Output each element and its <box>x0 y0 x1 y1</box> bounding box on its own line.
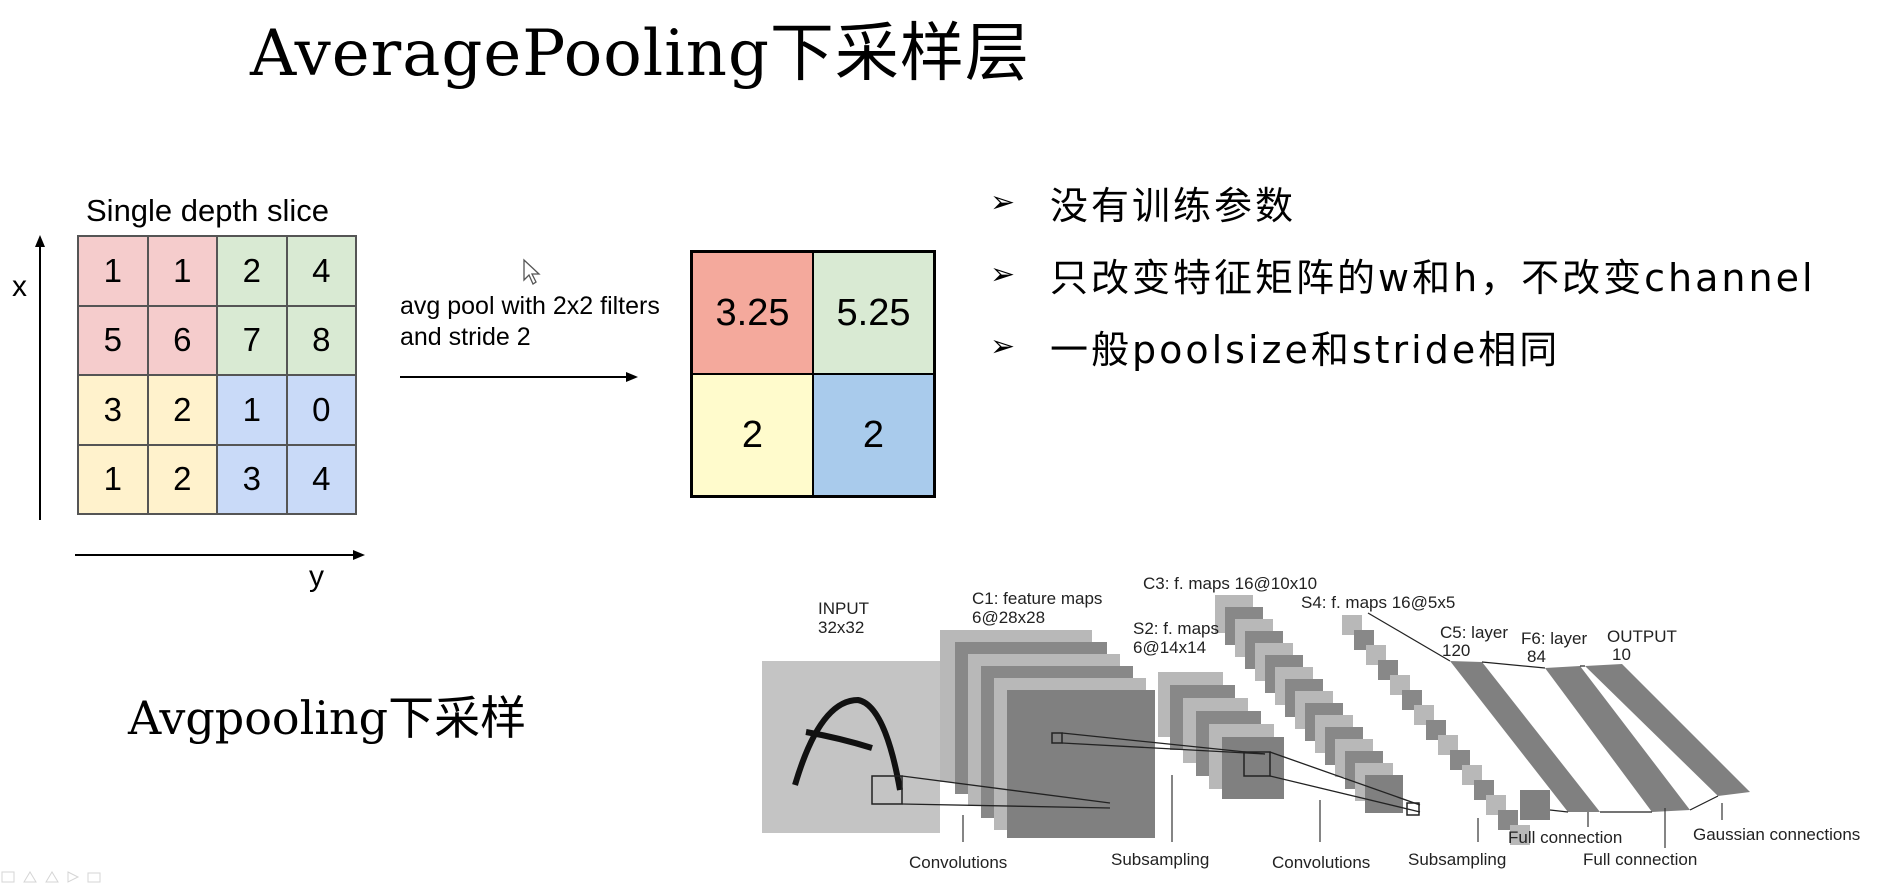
arrow-bullet-icon: ➢ <box>990 328 1016 364</box>
s2-label-line-2: 6@14x14 <box>1133 638 1206 657</box>
grid-cell: 3 <box>217 444 287 514</box>
cursor-icon <box>523 258 541 285</box>
c5-band <box>1450 661 1600 812</box>
grid-cell: 0 <box>286 375 356 445</box>
stage-label: Full connection <box>1583 850 1697 869</box>
stage-label: Subsampling <box>1111 850 1209 869</box>
y-axis-label: y <box>309 560 324 593</box>
operation-line-2: and stride 2 <box>400 323 531 351</box>
s4-label: S4: f. maps 16@5x5 <box>1301 593 1455 612</box>
c3-maps <box>1215 595 1403 813</box>
presentation-toolbar[interactable] <box>0 868 180 884</box>
grid-cell: 1 <box>78 444 148 514</box>
c5-label-line-2: 120 <box>1442 641 1470 660</box>
operation-line-1: avg pool with 2x2 filters <box>400 292 660 320</box>
slice-title: Single depth slice <box>86 193 329 228</box>
input-label-line-2: 32x32 <box>818 618 864 637</box>
slide-icon <box>1 871 15 883</box>
bullet-item: ➢ 没有训练参数 <box>990 166 1816 238</box>
grid-cell: 5 <box>78 305 148 375</box>
next-icon <box>67 871 80 883</box>
bullet-item: ➢ 一般poolsize和stride相同 <box>990 310 1816 382</box>
stage-label: Convolutions <box>1272 853 1370 872</box>
input-label-line-1: INPUT <box>818 599 869 618</box>
bullet-text: 只改变特征矩阵的w和h，不改变channel <box>1050 255 1816 300</box>
bullet-text: 没有训练参数 <box>1050 183 1297 228</box>
output-label-line-1: OUTPUT <box>1607 627 1677 646</box>
highlighter-icon <box>45 871 59 883</box>
subtitle: Avgpooling下采样 <box>128 691 527 745</box>
output-cell: 3.25 <box>692 252 813 374</box>
stage-label: Convolutions <box>909 853 1007 872</box>
pen-icon <box>23 871 37 883</box>
stage-label: Gaussian connections <box>1693 825 1860 844</box>
bullet-item: ➢ 只改变特征矩阵的w和h，不改变channel <box>990 238 1816 310</box>
output-cell: 2 <box>692 374 813 496</box>
s2-label-line-1: S2: f. maps <box>1133 619 1219 638</box>
output-cell: 5.25 <box>813 252 934 374</box>
grid-cell: 1 <box>78 236 148 306</box>
operation-arrow <box>400 372 638 382</box>
bullet-text: 一般poolsize和stride相同 <box>1050 327 1561 372</box>
arrow-bullet-icon: ➢ <box>990 184 1016 220</box>
page-title: AveragePooling下采样层 <box>250 17 1030 91</box>
f6-label-line-1: F6: layer <box>1521 629 1587 648</box>
y-axis-arrow <box>75 550 365 560</box>
bullet-list: ➢ 没有训练参数 ➢ 只改变特征矩阵的w和h，不改变channel ➢ 一般po… <box>990 166 1816 382</box>
grid-cell: 1 <box>217 375 287 445</box>
input-grid: 1 1 2 4 5 6 7 8 3 2 1 0 1 2 3 4 <box>77 235 357 515</box>
grid-cell: 2 <box>217 236 287 306</box>
s4-maps <box>1342 615 1550 845</box>
lenet-architecture-diagram: INPUT 32x32 C1: feature maps 6@28x28 S2:… <box>762 574 1860 872</box>
c1-label-line-2: 6@28x28 <box>972 608 1045 627</box>
grid-cell: 8 <box>286 305 356 375</box>
menu-icon <box>87 872 101 883</box>
f6-label-line-2: 84 <box>1527 647 1546 666</box>
output-cell: 2 <box>813 374 934 496</box>
s2-maps <box>1158 672 1284 799</box>
grid-cell: 3 <box>78 375 148 445</box>
grid-cell: 4 <box>286 236 356 306</box>
f6-band <box>1545 666 1690 812</box>
grid-cell: 1 <box>147 236 217 306</box>
grid-cell: 6 <box>147 305 217 375</box>
c1-maps <box>940 630 1155 838</box>
output-label-line-2: 10 <box>1612 645 1631 664</box>
input-letter-a <box>792 696 903 791</box>
c5-label-line-1: C5: layer <box>1440 623 1508 642</box>
output-grid: 3.25 5.25 2 2 <box>690 250 936 498</box>
input-map <box>762 661 940 833</box>
grid-cell: 2 <box>147 444 217 514</box>
grid-cell: 7 <box>217 305 287 375</box>
x-axis-label: x <box>12 270 27 303</box>
c3-label: C3: f. maps 16@10x10 <box>1143 574 1317 593</box>
x-axis-arrow <box>35 235 45 520</box>
grid-cell: 2 <box>147 375 217 445</box>
operation-label: avg pool with 2x2 filters and stride 2 <box>400 291 660 353</box>
output-band <box>1585 664 1750 796</box>
arrow-bullet-icon: ➢ <box>990 256 1016 292</box>
stage-label: Full connection <box>1508 828 1622 847</box>
grid-cell: 4 <box>286 444 356 514</box>
c1-label-line-1: C1: feature maps <box>972 589 1102 608</box>
stage-label: Subsampling <box>1408 850 1506 869</box>
